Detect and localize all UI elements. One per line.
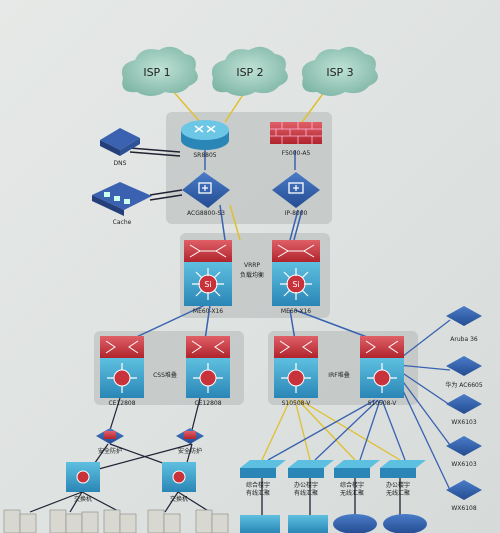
dist-left-ce12808-b: [186, 336, 230, 398]
svg-text:Si: Si: [292, 280, 299, 289]
agg-switch-3: [334, 460, 380, 478]
dist-right-a-label: S10508-V: [281, 400, 311, 407]
access-switch-left-a: [66, 462, 100, 492]
core-right-label: ME60-X16: [280, 308, 312, 315]
dns-label: DNS: [113, 160, 127, 167]
ip8000-label: IP-8000: [284, 210, 308, 217]
wireless-5-label: WX6108: [451, 505, 477, 512]
agg-switch-2: [288, 460, 334, 478]
agg-2-line1: 办公楼宇: [293, 482, 319, 489]
right-lower-links: [261, 399, 406, 515]
bottom-access-row: [240, 514, 427, 533]
dist-right-s10508-b: [360, 336, 404, 398]
cache-label: Cache: [112, 219, 132, 226]
router-label: SR8805: [193, 152, 217, 159]
core-left-label: ME60-X16: [192, 308, 224, 315]
security-left-label: 安全防护: [97, 448, 123, 455]
core-left-me60: Si: [184, 240, 232, 306]
agg-switch-4: [380, 460, 426, 478]
core-dist-links: [129, 304, 376, 341]
css-stack-label: CSS堆叠: [153, 372, 177, 379]
agg-4-line1: 办公楼宇: [385, 482, 411, 489]
wireless-links: [397, 319, 451, 491]
access-left-b-label: 交换机: [169, 496, 189, 503]
switch-ip8000: [272, 172, 320, 208]
wireless-controllers: [446, 306, 482, 500]
security-right-label: 安全防护: [177, 448, 203, 455]
irf-stack-label: IRF堆叠: [328, 372, 350, 379]
dist-right-s10508-a: [274, 336, 318, 398]
router-sr8805: [181, 120, 229, 150]
wireless-2-label: 华为 AC6605: [445, 382, 483, 389]
load-balance-label: 负载均衡: [239, 272, 265, 279]
firewall-f5000: [270, 122, 322, 144]
agg-1-line1: 综合楼宇: [245, 482, 271, 489]
server-racks: [3, 509, 229, 533]
agg-1-line2: 有线汇聚: [245, 490, 271, 497]
isp3-cloud: [301, 46, 378, 96]
agg-switch-1: [240, 460, 286, 478]
wireless-3-label: WX6103: [451, 419, 477, 426]
dist-left-ce12808-a: [100, 336, 144, 398]
core-right-me60: Si: [272, 240, 320, 306]
edge-core-links: [204, 150, 303, 241]
wireless-4-label: WX6103: [451, 461, 477, 468]
access-switch-left-b: [162, 462, 196, 492]
isp1-label: ISP 1: [143, 66, 171, 79]
access-left-a-label: 交换机: [73, 496, 93, 503]
agg-4-line2: 无线汇聚: [385, 490, 411, 497]
dist-right-b-label: S10508-V: [367, 400, 397, 407]
agg-3-line1: 综合楼宇: [339, 482, 365, 489]
acg-label: ACG8800-S3: [187, 210, 225, 217]
dist-left-b-label: CE12808: [194, 400, 222, 407]
left-lower-links: [29, 397, 211, 513]
agg-2-line2: 有线汇聚: [293, 490, 319, 497]
agg-3-line2: 无线汇聚: [339, 490, 365, 497]
switch-acg8800: [182, 172, 230, 208]
security-left: [96, 428, 124, 444]
isp2-label: ISP 2: [236, 66, 264, 79]
dist-left-a-label: CE12808: [108, 400, 136, 407]
svg-text:Si: Si: [204, 280, 211, 289]
security-right: [176, 428, 204, 444]
firewall-label: F5000-A5: [281, 150, 311, 157]
dns-server: [100, 128, 140, 156]
isp1-cloud: [121, 46, 198, 96]
vrrp-label: VRRP: [243, 262, 261, 269]
server-links: [129, 147, 183, 201]
wireless-1-label: Aruba 36: [450, 336, 478, 343]
isp2-cloud: [211, 46, 288, 96]
cache-server: [92, 182, 152, 216]
isp3-label: ISP 3: [326, 66, 354, 79]
